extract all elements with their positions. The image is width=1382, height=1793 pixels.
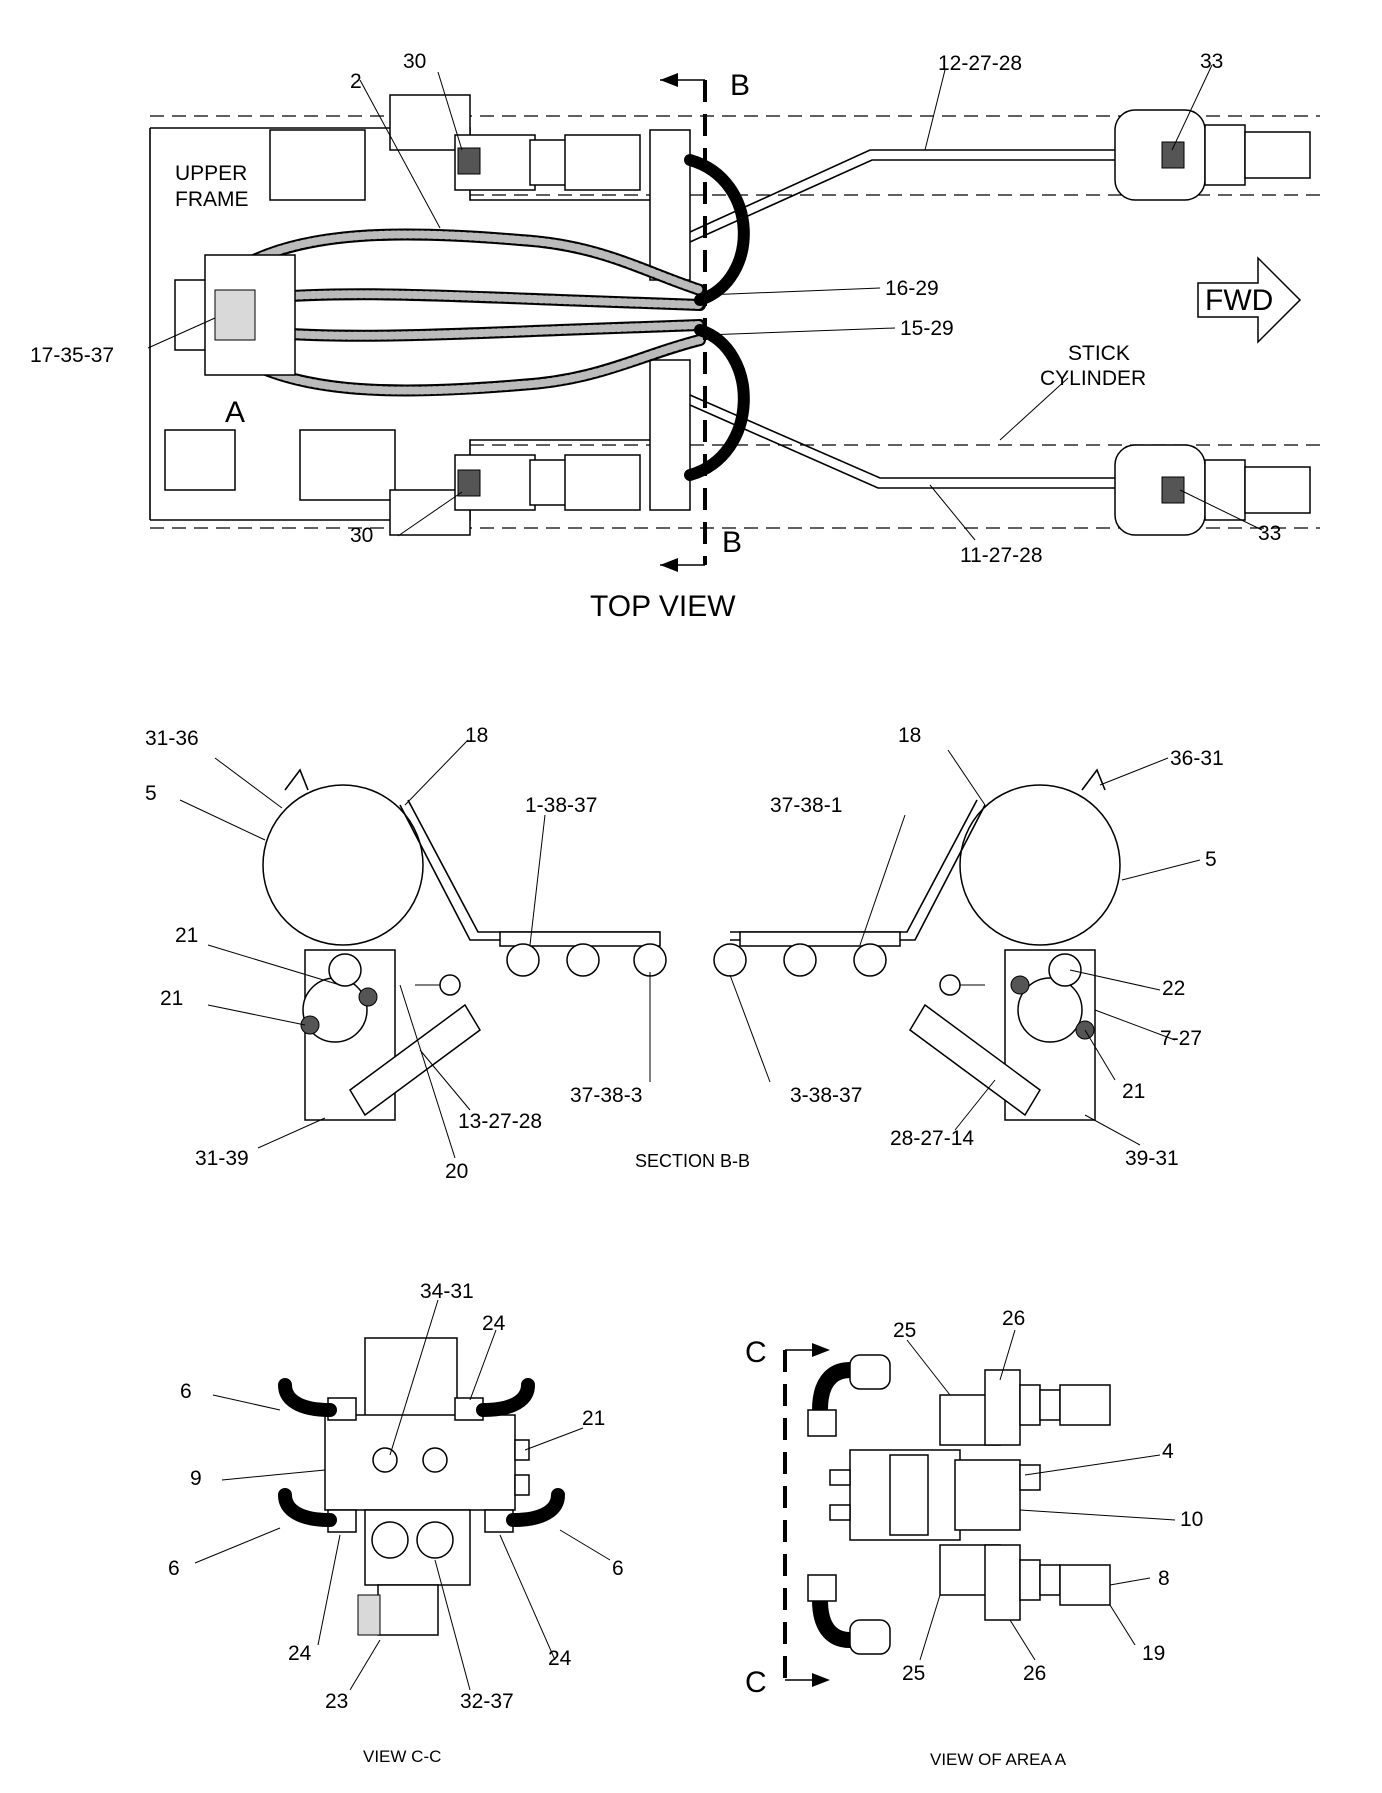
callout: 3-38-37 xyxy=(790,1084,862,1107)
section-c-bottom-label: C xyxy=(745,1666,767,1699)
fwd-arrow-icon xyxy=(1197,256,1302,344)
callout: 18 xyxy=(898,724,921,747)
callout: 7-27 xyxy=(1160,1027,1202,1050)
callout: 32-37 xyxy=(460,1690,514,1713)
callout: 21 xyxy=(582,1407,605,1430)
callout: 33 xyxy=(1258,522,1281,545)
callout: 2 xyxy=(350,70,362,93)
callout: 13-27-28 xyxy=(458,1110,542,1133)
section-b-bottom-label: B xyxy=(722,526,742,559)
callout: 24 xyxy=(482,1312,506,1335)
callout: 24 xyxy=(548,1647,572,1670)
callout: 17-35-37 xyxy=(30,344,114,367)
callout: 16-29 xyxy=(885,277,939,300)
section-bb-title: SECTION B-B xyxy=(635,1151,750,1171)
callout: 6 xyxy=(168,1557,180,1580)
view-cc: 34-31 24 6 21 9 6 6 24 24 23 32-37 VIEW … xyxy=(168,1280,624,1766)
callout: 28-27-14 xyxy=(890,1127,974,1150)
callout: 8 xyxy=(1158,1567,1170,1590)
fwd-label: FWD xyxy=(1205,284,1273,317)
section-b-top-label: B xyxy=(730,69,750,102)
callout: 30 xyxy=(350,524,373,547)
section-c-top-label: C xyxy=(745,1336,767,1369)
callout: 36-31 xyxy=(1170,747,1224,770)
upper-frame-label: UPPER xyxy=(175,162,247,185)
callout: 9 xyxy=(190,1467,202,1490)
callout: 23 xyxy=(325,1690,348,1713)
view-cc-title: VIEW C-C xyxy=(363,1747,441,1766)
view-area-a-title: VIEW OF AREA A xyxy=(930,1750,1067,1769)
section-bb: 31-36 5 18 1-38-37 21 21 13-27-28 20 37-… xyxy=(145,724,1224,1183)
callout: 26 xyxy=(1023,1662,1046,1685)
callout: 22 xyxy=(1162,977,1185,1000)
callout: 11-27-28 xyxy=(960,544,1043,567)
stick-cylinder-label: STICK xyxy=(1068,342,1130,365)
callout: 4 xyxy=(1162,1440,1174,1463)
top-view-title: TOP VIEW xyxy=(590,590,736,623)
callout: 25 xyxy=(902,1662,925,1685)
callout: 25 xyxy=(893,1319,916,1342)
callout: 6 xyxy=(612,1557,624,1580)
callout: 1-38-37 xyxy=(525,794,597,817)
callout: 37-38-3 xyxy=(570,1084,642,1107)
callout: 21 xyxy=(160,987,183,1010)
callout: 20 xyxy=(445,1160,468,1183)
callout: 12-27-28 xyxy=(938,52,1022,75)
callout: 10 xyxy=(1180,1508,1203,1531)
callout: 37-38-1 xyxy=(770,794,842,817)
callout: 21 xyxy=(1122,1080,1145,1103)
callout: 18 xyxy=(465,724,488,747)
callout: 31-36 xyxy=(145,727,199,750)
callout: 34-31 xyxy=(420,1280,474,1303)
callout: 39-31 xyxy=(1125,1147,1179,1170)
callout: 5 xyxy=(1205,848,1217,871)
callout: 21 xyxy=(175,924,198,947)
callout: 19 xyxy=(1142,1642,1165,1665)
callout: 6 xyxy=(180,1380,192,1403)
area-a-label: A xyxy=(225,396,245,429)
callout: 15-29 xyxy=(900,317,954,340)
view-area-a: C C 25 26 4 10 8 19 25 26 VIEW OF AREA A xyxy=(745,1307,1203,1769)
callout: 24 xyxy=(288,1642,312,1665)
callout: 33 xyxy=(1200,50,1223,73)
callout: 30 xyxy=(403,50,426,73)
callout: 5 xyxy=(145,782,157,805)
top-view: UPPER FRAME FWD STICK CYLINDER A B B 30 … xyxy=(30,50,1320,623)
callout: 26 xyxy=(1002,1307,1025,1330)
upper-frame-label-2: FRAME xyxy=(175,188,249,211)
callout: 31-39 xyxy=(195,1147,249,1170)
stick-cylinder-label-2: CYLINDER xyxy=(1040,367,1146,390)
